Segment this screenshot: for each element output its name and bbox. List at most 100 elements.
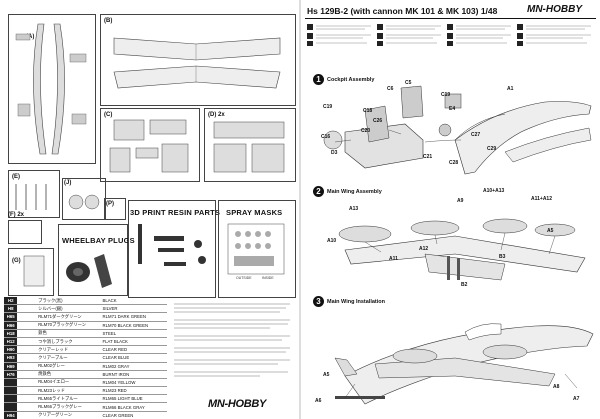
paint-name-en: BLACK [100, 297, 167, 306]
paint-swatch [17, 321, 37, 330]
callout-step2-a11: A11 [389, 256, 398, 262]
symbol-legend [307, 24, 591, 46]
step-3-number: 3 [313, 296, 324, 307]
callout-step3-a7: A7 [573, 396, 580, 402]
step-2-wing-drawing [338, 218, 586, 281]
paint-name-en: CLEAR BLUE [100, 353, 167, 363]
sprue-f-label: (F) 2x [8, 212, 25, 218]
callout-step1-c18: C18 [363, 108, 373, 114]
wheelbay-plugs-panel [58, 224, 128, 296]
paint-name-jp: シルバー(銀) [36, 304, 101, 314]
spray-masks-panel [218, 200, 296, 298]
paint-name-jp: 焼鉄色 [36, 370, 101, 379]
paint-name-en: RLM71 DARK GREEN [100, 312, 167, 322]
sprue-b-parts [113, 37, 281, 89]
callout-step2-a10-a13: A10+A13 [483, 188, 505, 194]
paint-name-jp: RLM65ライトブルー [36, 394, 101, 404]
paint-name-en: RLM02 GRAY [100, 362, 167, 371]
paint-code: H69 [4, 362, 18, 371]
paint-swatch [17, 386, 37, 396]
paint-name-en: CLEAR RED [100, 345, 167, 355]
paint-row: H2 ブラック(黒)BLACK [4, 297, 167, 306]
wheelbay-plugs-drawing [66, 254, 112, 288]
paint-name-jp: クリアーグリーン [36, 411, 101, 419]
sprue-p-label: (P) [106, 201, 114, 207]
callout-step1-c27: C27 [471, 132, 481, 138]
step-3-installation-drawing [334, 323, 594, 405]
brand-logo-right: MN-HOBBY [527, 4, 582, 15]
callout-step3-a6: A6 [315, 398, 322, 404]
callout-step1-c6: C6 [387, 86, 394, 92]
callout-step1-c19b: C19 [441, 92, 451, 98]
paint-name-jp: RLM70ブラックグリーン [36, 321, 101, 330]
paint-swatch [17, 378, 37, 388]
callout-step2-a9: A9 [457, 198, 464, 204]
sprue-f-frame [8, 220, 42, 244]
sprue-g-frame [8, 248, 54, 296]
multilingual-notes-text [174, 303, 290, 377]
paint-name-jp: ブラック(黒) [36, 297, 101, 306]
paint-name-en: RLM66 BLACK GRAY [100, 402, 167, 412]
right-page-instructions: Hs 129B-2 (with cannon MK 101 & MK 103) … [301, 0, 600, 419]
paint-code: H65 [4, 312, 18, 322]
callout-step1-c21: C21 [423, 154, 433, 160]
sprue-c-label: (C) [104, 112, 113, 118]
spray-masks-title: SPRAY MASKS [226, 208, 283, 217]
paint-code: H2 [4, 297, 18, 306]
paint-name-jp: クリアーレッド [36, 345, 101, 355]
paint-swatch [17, 402, 37, 412]
paint-name-jp: 鉄色 [36, 329, 101, 338]
sprue-e-frame [8, 170, 60, 218]
paint-name-en: STEEL [100, 329, 167, 338]
paint-name-jp: つや消しブラック [36, 337, 101, 347]
callout-step2-a10: A10 [327, 238, 337, 244]
paint-name-en: RLM70 BLACK GREEN [100, 321, 167, 330]
callout-step3-a5: A5 [323, 372, 330, 378]
instruction-title: Hs 129B-2 (with cannon MK 101 & MK 103) … [307, 6, 498, 16]
mask-inside-label: INSIDE [262, 276, 274, 280]
paint-name-en: RLM04 YELLOW [100, 378, 167, 388]
paint-name-jp: クリアーブルー [36, 353, 101, 363]
paint-swatch [17, 345, 37, 355]
callout-step1-c28: C28 [449, 160, 459, 166]
sprue-d-label: (D) 2x [208, 112, 225, 118]
paint-code [4, 394, 18, 404]
paint-name-en: CLEAR GREEN [100, 411, 167, 419]
spray-masks-drawing [227, 223, 285, 275]
paint-name-jp: RLM23レッド [36, 386, 101, 396]
sprue-j-frame [62, 178, 106, 220]
callout-step1-c29: C29 [487, 146, 497, 152]
callout-step1-e4: E4 [449, 106, 456, 112]
paint-code: H18 [4, 329, 18, 338]
step-1-number: 1 [313, 74, 324, 85]
sprue-c-parts [109, 119, 189, 173]
paint-code: H93 [4, 353, 18, 363]
paint-code [4, 402, 18, 412]
paint-name-en: RLM23 RED [100, 386, 167, 396]
step-2-title: Main Wing Assembly [327, 189, 382, 195]
callout-step2-b3: B3 [499, 254, 506, 260]
sprue-e-parts [15, 184, 47, 210]
header-rule [305, 18, 596, 19]
callout-step1-c19: C19 [323, 104, 333, 110]
sprue-b-label: (B) [104, 18, 113, 24]
paint-code: H76 [4, 370, 18, 379]
resin-parts-panel [128, 200, 216, 298]
paint-name-jp: RLM02グレー [36, 362, 101, 371]
sprue-a-frame [8, 14, 96, 164]
paint-code: H66 [4, 321, 18, 330]
callout-step1-c16: C16 [321, 134, 331, 140]
paint-code [4, 378, 18, 388]
paint-swatch [17, 337, 37, 347]
resin-parts-drawing [138, 224, 206, 266]
